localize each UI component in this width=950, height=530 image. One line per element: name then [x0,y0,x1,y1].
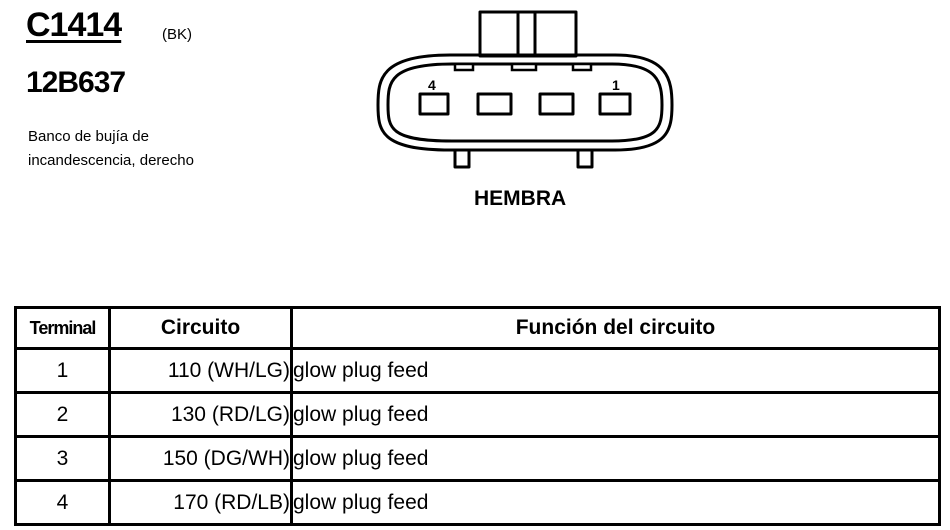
connector-housing-outer [376,53,674,152]
pin-cavity-1 [598,92,632,116]
circuit-cell: 130 (RD/LG) [108,391,293,438]
connector-housing-inner [386,62,664,143]
function-cell: glow plug feed [290,435,941,482]
terminal-cell: 2 [14,391,111,438]
table-header-row: Terminal Circuito Función del circuito [14,306,941,350]
function-cell: glow plug feed [290,347,941,394]
top-keyway-3 [571,62,593,72]
circuit-cell: 110 (WH/LG) [108,347,293,394]
table-row: 4 170 (RD/LB) glow plug feed [14,479,941,526]
header-circuit: Circuito [108,306,293,350]
function-cell: glow plug feed [290,391,941,438]
pin-label-4: 4 [428,77,436,93]
function-cell: glow plug feed [290,479,941,526]
part-number: 12B637 [26,66,126,99]
pin-label-1: 1 [612,77,620,93]
connector-description: Banco de bujía de incandescencia, derech… [28,125,194,173]
circuit-cell: 150 (DG/WH) [108,435,293,482]
bottom-latch-left [453,148,471,169]
top-keyway-1 [453,62,475,72]
gender-label: HEMBRA [474,187,567,210]
header-function: Función del circuito [290,306,941,350]
top-keyway-2 [510,62,538,72]
header-terminal: Terminal [14,306,111,350]
circuit-cell: 170 (RD/LB) [108,479,293,526]
terminal-cell: 1 [14,347,111,394]
pinout-table: Terminal Circuito Función del circuito 1… [14,306,941,526]
table-row: 1 110 (WH/LG) glow plug feed [14,347,941,394]
table-row: 2 130 (RD/LG) glow plug feed [14,391,941,438]
pin-cavity-2 [538,92,575,116]
terminal-cell: 4 [14,479,111,526]
terminal-cell: 3 [14,435,111,482]
pin-cavity-3 [476,92,513,116]
description-line-1: Banco de bujía de [28,128,149,145]
table-row: 3 150 (DG/WH) glow plug feed [14,435,941,482]
description-line-2: incandescencia, derecho [28,152,194,169]
bottom-latch-right [576,148,594,169]
color-code: (BK) [162,26,192,43]
connector-id: C1414 [26,6,122,44]
locking-tab [478,10,578,58]
connector-face-diagram: 4 1 [376,10,674,169]
pin-cavity-4 [418,92,450,116]
